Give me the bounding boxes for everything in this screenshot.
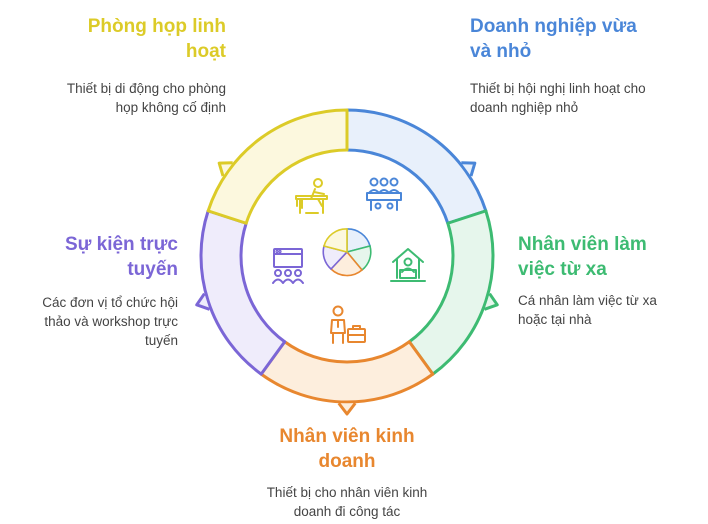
- segment-description: Các đơn vị tổ chức hội thảo và workshop …: [42, 295, 178, 348]
- businessman-briefcase-icon: [330, 305, 366, 344]
- segment-title: Nhân viên làm việc từ xa: [518, 234, 647, 280]
- segment-title: Doanh nghiệp vừa và nhỏ: [470, 16, 637, 62]
- screen-audience-icon: [272, 248, 304, 284]
- ring-segment-events: [199, 209, 287, 376]
- segment-description: Thiết bị cho nhân viên kinh doanh đi côn…: [266, 485, 428, 519]
- ring-segment-mobile: [206, 108, 349, 225]
- home-laptop-icon: [390, 248, 426, 282]
- ring: [195, 108, 499, 416]
- meeting-table-icon: [366, 177, 402, 211]
- segment-title: Nhân viên kinh doanh: [279, 426, 415, 472]
- center-pie-icon: [322, 228, 372, 277]
- segment-description: Thiết bị hội nghị linh hoạt cho doanh ng…: [470, 81, 646, 115]
- ring-segment-remote: [407, 209, 495, 376]
- ring-pointer-mobile: [217, 161, 233, 177]
- segment-title: Phòng họp linh hoạt: [87, 16, 226, 62]
- ring-pointer-sales: [337, 402, 357, 416]
- ring-pointer-remote: [484, 292, 499, 311]
- person-desk-icon: [295, 178, 328, 214]
- ring-pointer-events: [195, 292, 210, 311]
- ring-pointer-sme: [461, 161, 477, 177]
- segment-description: Cá nhân làm việc từ xa hoặc tại nhà: [518, 293, 657, 327]
- segment-description: Thiết bị di động cho phòng họp không cố …: [66, 81, 226, 115]
- segment-title: Sự kiện trực tuyến: [64, 234, 178, 280]
- ring-segment-sales: [259, 340, 435, 404]
